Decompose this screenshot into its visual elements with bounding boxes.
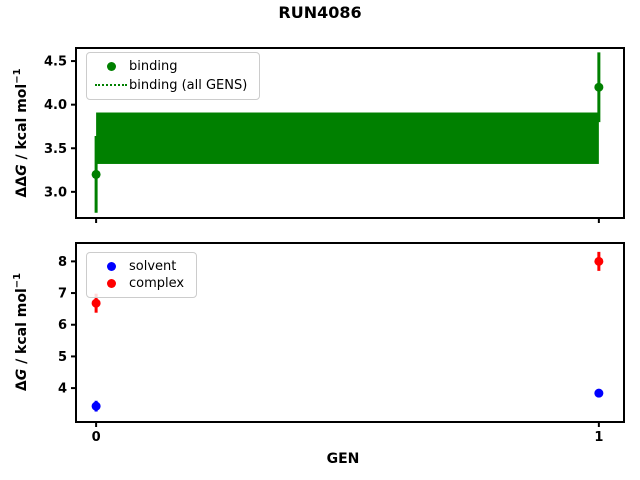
legend-binding: binding binding (all GENS)	[86, 52, 261, 100]
solvent-point	[91, 401, 101, 411]
ylabel-dg-unit: / kcal mol	[13, 288, 30, 369]
binding-point	[91, 169, 101, 179]
binding-marker-icon	[106, 62, 116, 72]
legend-marker-slot	[93, 62, 129, 72]
legend-row-binding: binding	[93, 60, 247, 73]
dg-plot-spines	[75, 242, 625, 423]
legend-label-complex: complex	[129, 276, 185, 292]
legend-row-complex: complex	[93, 277, 184, 290]
xlabel-gen: GEN	[326, 451, 360, 467]
binding-plot-spines	[75, 47, 625, 219]
legend-row-binding-all-gens: binding (all GENS)	[93, 79, 247, 92]
y-tick-label: 4	[58, 382, 67, 397]
ylabel-dg-delta: Δ	[13, 380, 30, 392]
legend-dg: solvent complex	[86, 252, 198, 298]
complex-marker-icon	[106, 279, 116, 289]
complex-point	[594, 256, 604, 266]
ylabel-ddg-delta: ΔΔ	[13, 175, 30, 198]
solvent-point	[594, 388, 604, 398]
legend-marker-slot	[93, 261, 129, 271]
y-tick-label: 3.0	[44, 185, 67, 200]
legend-label-binding: binding	[129, 59, 178, 75]
ylabel-dg-var: G	[13, 368, 30, 381]
ylabel-ddg-unit: / kcal mol	[13, 83, 30, 165]
solvent-marker-icon	[106, 261, 116, 271]
y-tick-label: 4.5	[44, 55, 67, 70]
y-tick-label: 7	[58, 287, 67, 302]
binding-all-gens-line-icon	[95, 84, 127, 87]
ylabel-ddg: ΔΔG / kcal mol−1	[12, 68, 30, 197]
binding-point	[594, 82, 604, 92]
y-tick-label: 3.5	[44, 142, 67, 157]
ylabel-dg-sup: −1	[12, 272, 24, 289]
ylabel-ddg-var: G	[13, 164, 30, 176]
y-tick-label: 8	[58, 255, 67, 270]
figure-title: RUN4086	[278, 3, 362, 22]
complex-point	[91, 298, 101, 308]
y-tick-label: 5	[58, 350, 67, 365]
legend-marker-slot	[93, 84, 129, 87]
legend-label-binding-all-gens: binding (all GENS)	[129, 77, 248, 93]
ylabel-ddg-sup: −1	[12, 68, 24, 84]
legend-row-solvent: solvent	[93, 260, 184, 273]
legend-marker-slot	[93, 279, 129, 289]
x-tick-label: 1	[594, 430, 603, 445]
x-tick-label: 0	[92, 430, 101, 445]
ylabel-dg: ΔG / kcal mol−1	[12, 273, 30, 391]
legend-label-solvent: solvent	[129, 258, 177, 274]
y-tick-label: 4.0	[44, 98, 67, 113]
y-tick-label: 6	[58, 318, 67, 333]
